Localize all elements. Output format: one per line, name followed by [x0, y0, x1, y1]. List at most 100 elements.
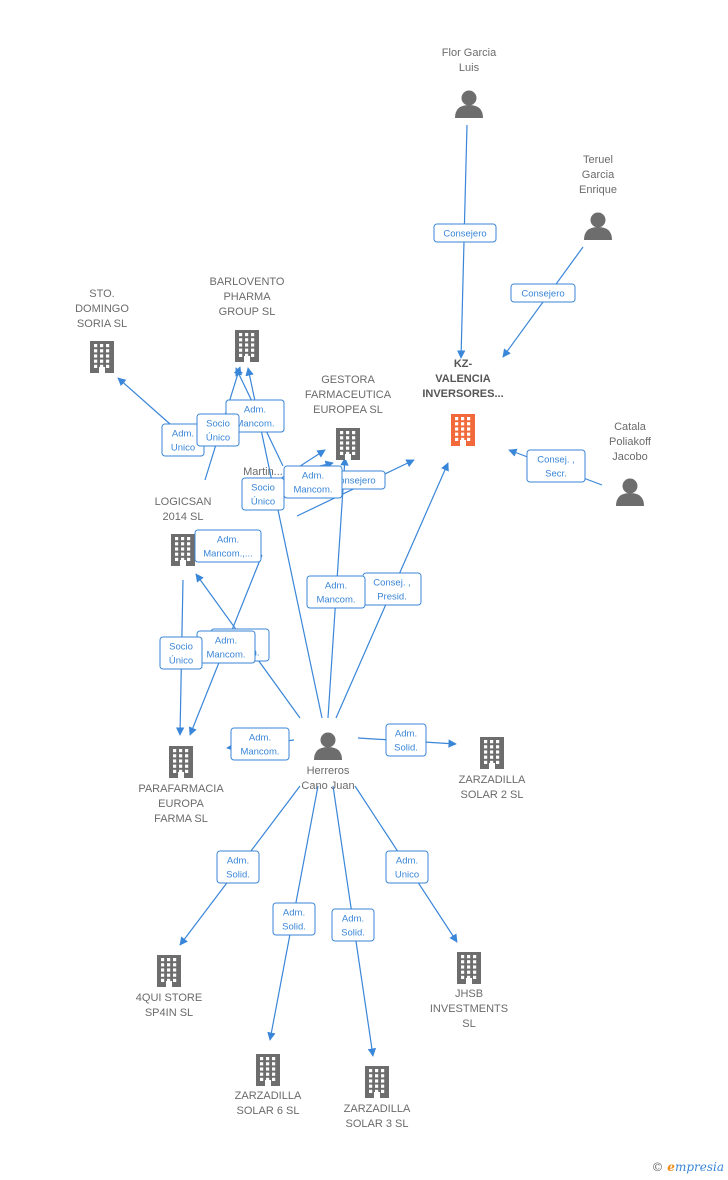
edge-label-teruel-to-kz[interactable]: Consejero — [510, 283, 576, 303]
node-label-barlovento-line-0: BARLOVENTO — [210, 276, 285, 288]
node-zs3[interactable]: ZARZADILLA SOLAR 3 SL — [344, 1066, 411, 1130]
edge-label-text: Adm. — [302, 471, 324, 482]
edge-label-text: Adm. — [342, 914, 364, 925]
node-label-herreros-line-0: Herreros — [307, 765, 350, 777]
node-barlovento[interactable]: BARLOVENTO PHARMA GROUP SL — [210, 276, 285, 362]
node-label-sto-line-1: DOMINGO — [75, 303, 129, 315]
edge-label-text: Consejero — [521, 289, 564, 300]
edge-label-text: Adm. — [172, 429, 194, 440]
edge-label-text: Consej. , — [537, 455, 575, 466]
edge-label-text: Adm. — [396, 856, 418, 867]
node-label-store-line-1: SP4IN SL — [145, 1007, 193, 1019]
node-label-herreros-line-1: Cano Juan — [301, 780, 354, 792]
node-label-barlovento-line-2: GROUP SL — [219, 306, 276, 318]
node-label-parafarmacia-line-0: PARAFARMACIA — [138, 783, 224, 795]
node-martinez[interactable]: Martin... — [243, 466, 283, 478]
brand-logo-initial[interactable]: e — [667, 1160, 675, 1174]
edge-label-text: Mancom. — [206, 650, 245, 661]
edge-label-martinez-to-gestora[interactable]: Adm. Mancom. — [283, 465, 343, 499]
edge-label-herreros-to-store[interactable]: Adm.Solid. — [216, 850, 260, 884]
node-label-logicsan-line-0: LOGICSAN — [155, 496, 212, 508]
person-icon — [314, 732, 342, 760]
node-label-zs2-line-0: ZARZADILLA — [459, 774, 526, 786]
edge-label-text: Adm. — [325, 581, 347, 592]
building-icon — [365, 1066, 389, 1098]
node-label-teruel-line-2: Enrique — [579, 184, 617, 196]
node-label-store-line-0: 4QUI STORE — [136, 992, 202, 1004]
node-label-flor-line-0: Flor Garcia — [442, 47, 497, 59]
node-label-gestora-line-0: GESTORA — [321, 374, 375, 386]
edge-label-herreros-to-gestora[interactable]: Adm.Mancom. — [306, 575, 366, 609]
node-label-kz-line-1: VALENCIA — [435, 373, 490, 385]
building-icon — [235, 330, 259, 362]
edge-label-catala-to-kz[interactable]: Consej. , Secr. — [526, 449, 586, 483]
node-label-martinez-line-0: Martin... — [243, 466, 283, 478]
edge-label-text: Unico — [395, 870, 419, 881]
building-icon — [480, 737, 504, 769]
node-label-catala-line-1: Poliakoff — [609, 436, 652, 448]
edge-label-martinez-to-logicsan[interactable]: Adm. Mancom.,... — [194, 529, 262, 563]
edge-label-text: Único — [251, 497, 275, 508]
edge-label-text: Mancom. — [293, 485, 332, 496]
edge-label-text: Adm. — [395, 729, 417, 740]
node-label-zs6-line-1: SOLAR 6 SL — [237, 1105, 300, 1117]
edge-label-text: Mancom.,... — [203, 549, 253, 560]
edge-label-text: Secr. — [545, 469, 567, 480]
edge-label-text: Socio — [251, 483, 275, 494]
edge-label-herreros-to-kz[interactable]: Consej. , Presid. — [362, 572, 422, 606]
edge-label-text: Adm. — [283, 908, 305, 919]
edge-label-text: Solid. — [226, 870, 250, 881]
node-label-kz-line-0: KZ- — [454, 358, 473, 370]
node-kz[interactable]: KZ- VALENCIA INVERSORES... — [422, 358, 504, 446]
node-label-parafarmacia-line-2: FARMA SL — [154, 813, 208, 825]
edge-label-flor-to-kz[interactable]: Consejero — [433, 223, 497, 243]
edge-label-martinez-to-parafarmacia[interactable]: Adm.Mancom. — [196, 630, 256, 664]
node-label-barlovento-line-1: PHARMA — [223, 291, 271, 303]
building-icon — [157, 955, 181, 987]
building-icon — [171, 534, 195, 566]
edge-label-text: Presid. — [377, 592, 407, 603]
node-zs6[interactable]: ZARZADILLA SOLAR 6 SL — [235, 1054, 302, 1117]
node-label-zs3-line-0: ZARZADILLA — [344, 1103, 411, 1115]
node-label-teruel-line-0: Teruel — [583, 154, 613, 166]
edge-label-text: Consejero — [332, 476, 375, 487]
edge-label-text: Socio — [206, 419, 230, 430]
building-icon — [457, 952, 481, 984]
node-label-kz-line-2: INVERSORES... — [422, 388, 503, 400]
node-label-jhsb-line-0: JHSB — [455, 988, 483, 1000]
edge-label-herreros-to-zs2[interactable]: Adm.Solid. — [385, 723, 427, 757]
person-icon — [455, 90, 483, 118]
edge-label-text: Mancom. — [240, 747, 279, 758]
building-icon — [90, 341, 114, 373]
node-store[interactable]: 4QUI STORE SP4IN SL — [136, 955, 202, 1019]
node-label-zs6-line-0: ZARZADILLA — [235, 1090, 302, 1102]
edge-label-herreros-to-parafarmacia[interactable]: Adm.Mancom. — [230, 727, 290, 761]
copyright-symbol: © — [651, 1160, 664, 1174]
edge-label-text: Solid. — [341, 928, 365, 939]
node-label-zs3-line-1: SOLAR 3 SL — [346, 1118, 409, 1130]
edge-label-herreros-to-jhsb[interactable]: Adm. Unico — [385, 850, 429, 884]
nodes-layer: KZ- VALENCIA INVERSORES... Flor GarciaLuisT… — [75, 47, 652, 1130]
edge-label-herreros-to-zs3[interactable]: Adm. Solid. — [331, 908, 375, 942]
edge-label-text: Mancom. — [235, 419, 274, 430]
edge-label-text: Adm. — [217, 535, 239, 546]
edge-label-text: Consej. , — [373, 578, 411, 589]
brand-logo-name[interactable]: mpresia — [674, 1160, 724, 1174]
node-label-flor-line-1: Luis — [459, 62, 480, 74]
edge-label-herreros-to-zs6[interactable]: Adm.Solid. — [272, 902, 316, 936]
node-label-teruel-line-1: Garcia — [582, 169, 615, 181]
